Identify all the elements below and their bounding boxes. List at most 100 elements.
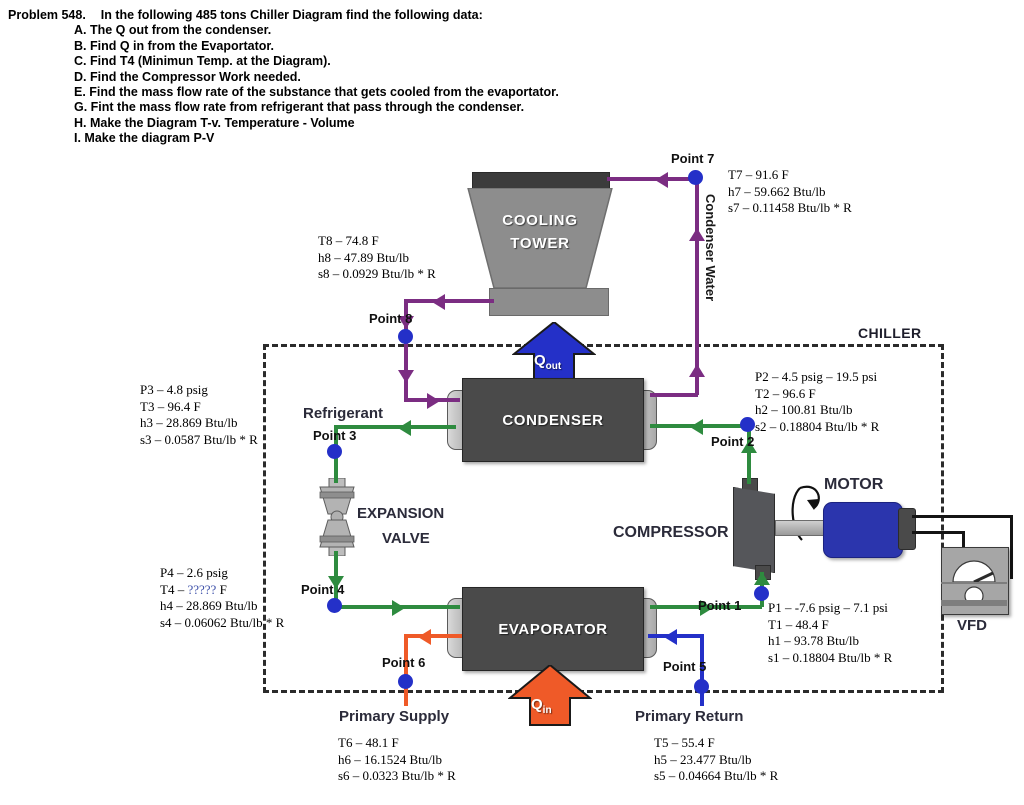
vfd-label: VFD [957, 617, 987, 634]
point-8-label: Point 8 [369, 311, 413, 326]
cw-arrow-up-lower [689, 364, 705, 377]
point-4-temperature-line: T4 – ????? F [160, 582, 284, 599]
condenser-body: CONDENSER [462, 378, 644, 462]
ref-arrow-right-evap [392, 600, 405, 616]
point-7-data-line-1: T7 – 91.6 F [728, 167, 789, 182]
cw-arrow-left-top [655, 172, 668, 188]
point-2-data-line-1: P2 – 4.5 psig – 19.5 psi [755, 369, 878, 384]
point-2-data-line-2: T2 – 96.6 F [755, 385, 816, 401]
cw-point8-down [404, 299, 408, 399]
point-5-label: Point 5 [663, 659, 707, 674]
chw-arrow-left-return [664, 629, 677, 645]
node-point-4[interactable] [327, 598, 342, 613]
q-in-arrow-shape [507, 663, 593, 726]
point-6-data-line-2: h6 – 16.1524 Btu/lb [338, 751, 443, 767]
problem-item-d: D. Find the Compressor Work needed. [74, 69, 301, 84]
chw-return-down [700, 634, 704, 706]
point-6-data-line-1: T6 – 48.1 F [338, 735, 399, 750]
node-point-5[interactable] [694, 679, 709, 694]
problem-item-i: I. Make the diagram P-V [74, 131, 215, 146]
point-4-data: P4 – 2.6 psig T4 – ????? F h4 – 28.869 B… [160, 565, 284, 631]
vfd-gauge-icon [941, 547, 1007, 618]
ref-arrow-right-p1 [700, 600, 713, 616]
motor-label: MOTOR [824, 476, 884, 493]
problem-item-c: C. Find T4 (Minimun Temp. at the Diagram… [74, 54, 331, 69]
problem-item-e: E. Find the mass flow rate of the substa… [74, 85, 559, 100]
point-3-data-line-4: s3 – 0.0587 Btu/lb * R [140, 431, 258, 447]
compressor-body [733, 487, 775, 573]
point-2-label: Point 2 [711, 434, 755, 449]
point-5-data: T5 – 55.4 F h5 – 23.477 Btu/lb s5 – 0.04… [654, 735, 778, 785]
point-2-data-line-3: h2 – 100.81 Btu/lb [755, 402, 853, 417]
point-5-data-line-3: s5 – 0.04664 Btu/lb * R [654, 768, 779, 783]
condenser-water-label: Condenser Water [703, 194, 718, 302]
node-point-1[interactable] [754, 586, 769, 601]
ref-comp-up-p2 [747, 424, 751, 484]
cooling-tower-basin [489, 288, 609, 316]
ref-arrow-up-p2 [741, 440, 757, 453]
node-point-8[interactable] [398, 329, 413, 344]
motor-body [823, 502, 903, 558]
point-2-data-line-4: s2 – 0.18804 Btu/lb * R [755, 418, 880, 434]
expansion-valve-shape [319, 477, 355, 557]
problem-statement: Problem 548. In the following 485 tons C… [8, 8, 768, 147]
rotation-arrow-icon [790, 478, 828, 551]
condenser-label: CONDENSER [502, 411, 604, 429]
point-7-label: Point 7 [671, 151, 715, 166]
point-4-data-line-1: P4 – 2.6 psig [160, 565, 228, 580]
node-point-2[interactable] [740, 417, 755, 432]
cw-condenser-out [650, 393, 698, 397]
motor-vfd-wire-right-vert [1010, 515, 1013, 579]
point-3-data: P3 – 4.8 psig T3 – 96.4 F h3 – 28.869 Bt… [140, 382, 258, 448]
ref-condenser-to-p3 [334, 425, 456, 429]
expansion-valve-label-line1: EXPANSION [357, 505, 445, 522]
node-point-3[interactable] [327, 444, 342, 459]
point-8-data-line-3: s8 – 0.0929 Btu/lb * R [318, 266, 436, 281]
ref-arrow-down-p4 [328, 576, 344, 589]
evaporator-body: EVAPORATOR [462, 587, 644, 671]
node-point-6[interactable] [398, 674, 413, 689]
motor-shaft [775, 520, 829, 536]
cw-point7-down [695, 175, 699, 395]
point-1-data-line-1: P1 – -7.6 psig – 7.1 psi [768, 600, 888, 615]
point-1-data: P1 – -7.6 psig – 7.1 psi T1 – 48.4 F h1 … [768, 600, 892, 666]
point-1-data-line-2: T1 – 48.4 F [768, 616, 829, 632]
q-in-subscript: in [542, 705, 552, 716]
point-7-data-line-3: s7 – 0.11458 Btu/lb * R [728, 200, 852, 215]
problem-item-b: B. Find Q in from the Evaportator. [74, 38, 275, 53]
point-1-data-line-3: h1 – 93.78 Btu/lb [768, 633, 860, 648]
point-4-temp-prefix: T4 – [160, 581, 188, 597]
compressor-label: COMPRESSOR [613, 524, 729, 541]
problem-item-h: H. Make the Diagram T-v. Temperature - V… [74, 115, 355, 130]
cw-to-tower-top [607, 177, 699, 181]
cooling-tower-shape [467, 187, 613, 289]
point-7-data-line-2: h7 – 59.662 Btu/lb [728, 183, 826, 199]
point-5-data-line-2: h5 – 23.477 Btu/lb [654, 751, 752, 767]
primary-return-label: Primary Return [635, 708, 744, 725]
motor-vfd-wire-top [912, 515, 1012, 518]
point-7-data: T7 – 91.6 F h7 – 59.662 Btu/lb s7 – 0.11… [728, 167, 852, 217]
node-point-7[interactable] [688, 170, 703, 185]
ref-arrow-up-comp [754, 572, 770, 585]
q-in-arrow: Qin [507, 663, 593, 732]
q-in-symbol: Q [531, 696, 543, 713]
point-8-data-line-2: h8 – 47.89 Btu/lb [318, 249, 410, 265]
cooling-tower-shell [466, 187, 614, 290]
problem-number: Problem 548. [8, 8, 86, 22]
point-3-data-line-1: P3 – 4.8 psig [140, 382, 208, 397]
point-4-data-line-3: h4 – 28.869 Btu/lb [160, 598, 258, 613]
cw-arrow-left-base [432, 294, 445, 310]
q-out-symbol: Q [534, 352, 546, 369]
q-out-subscript: out [545, 361, 562, 372]
point-8-data-line-1: T8 – 74.8 F [318, 233, 379, 248]
cw-arrow-down-p8 [398, 316, 414, 329]
expansion-valve-label-line2: VALVE [382, 530, 430, 547]
expansion-valve [316, 477, 358, 561]
point-3-label: Point 3 [313, 428, 357, 443]
cw-arrow-right-into-cond [427, 393, 440, 409]
chw-arrow-left-supply [418, 629, 431, 645]
vfd-base-strip [941, 600, 1007, 606]
point-4-temp-suffix: F [216, 581, 227, 597]
chw-evap-to-supply [404, 634, 462, 638]
ref-arrow-left-p3 [398, 420, 411, 436]
